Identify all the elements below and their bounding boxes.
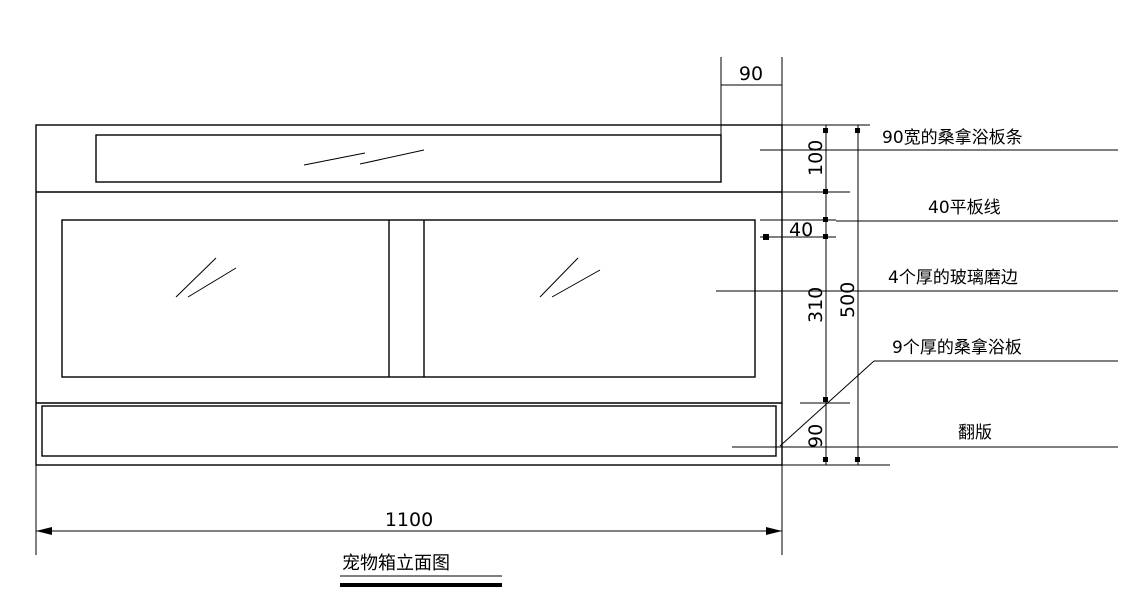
glass-frame [61,219,756,378]
top-strip-rect [95,134,722,183]
dim-tick [823,189,828,194]
top-strip-panel [95,134,722,183]
arrow-left [36,527,52,535]
dim-top-strip: 90 [720,57,783,135]
glass-hatch [175,257,217,298]
title-block: 宠物箱立面图 [340,553,502,587]
dim-90-top: 90 [739,63,763,85]
label-sauna-board: 9个厚的桑拿浴板 [892,337,1022,358]
dim-tick [823,457,828,462]
dim-tick [855,128,860,133]
dim-tick [855,457,860,462]
dim-40: 40 [789,219,813,241]
dim-tick [823,397,828,402]
dim-1100: 1100 [385,509,433,531]
dim-100: 100 [805,140,827,176]
bottom-flap [36,402,782,457]
glass-hatch [551,269,601,298]
dim-tick [823,217,828,222]
dim-500: 500 [837,282,859,318]
dim-tick [763,234,769,240]
label-sauna-strip: 90宽的桑拿浴板条 [882,127,1023,148]
dim-90-bottom: 90 [805,424,827,448]
cabinet-frame [35,124,783,466]
dim-310: 310 [805,287,827,323]
callouts: 90宽的桑拿浴板条 40平板线 4个厚的玻璃磨边 9个厚的桑拿浴板 翻版 [716,127,1118,448]
hatch-mark [303,152,366,166]
arrow-right [766,527,782,535]
dim-tick [823,234,828,239]
leader-sauna-board-diag [779,360,875,447]
hatch-mark [359,149,425,165]
label-flap: 翻版 [958,423,992,443]
glass-panels [61,219,756,378]
glass-hatch [187,267,237,298]
outer-frame [35,124,783,466]
dim-tick [823,128,828,133]
label-flat-molding: 40平板线 [928,198,1001,218]
flap-rect [41,405,777,457]
dim-overall-width: 1100 [35,465,782,555]
title-underline-thick [340,583,502,587]
glass-hatch [539,257,579,298]
drawing-title: 宠物箱立面图 [342,553,450,574]
label-glass: 4个厚的玻璃磨边 [888,268,1018,288]
right-dimensions: 100 40 310 500 90 [760,124,890,555]
